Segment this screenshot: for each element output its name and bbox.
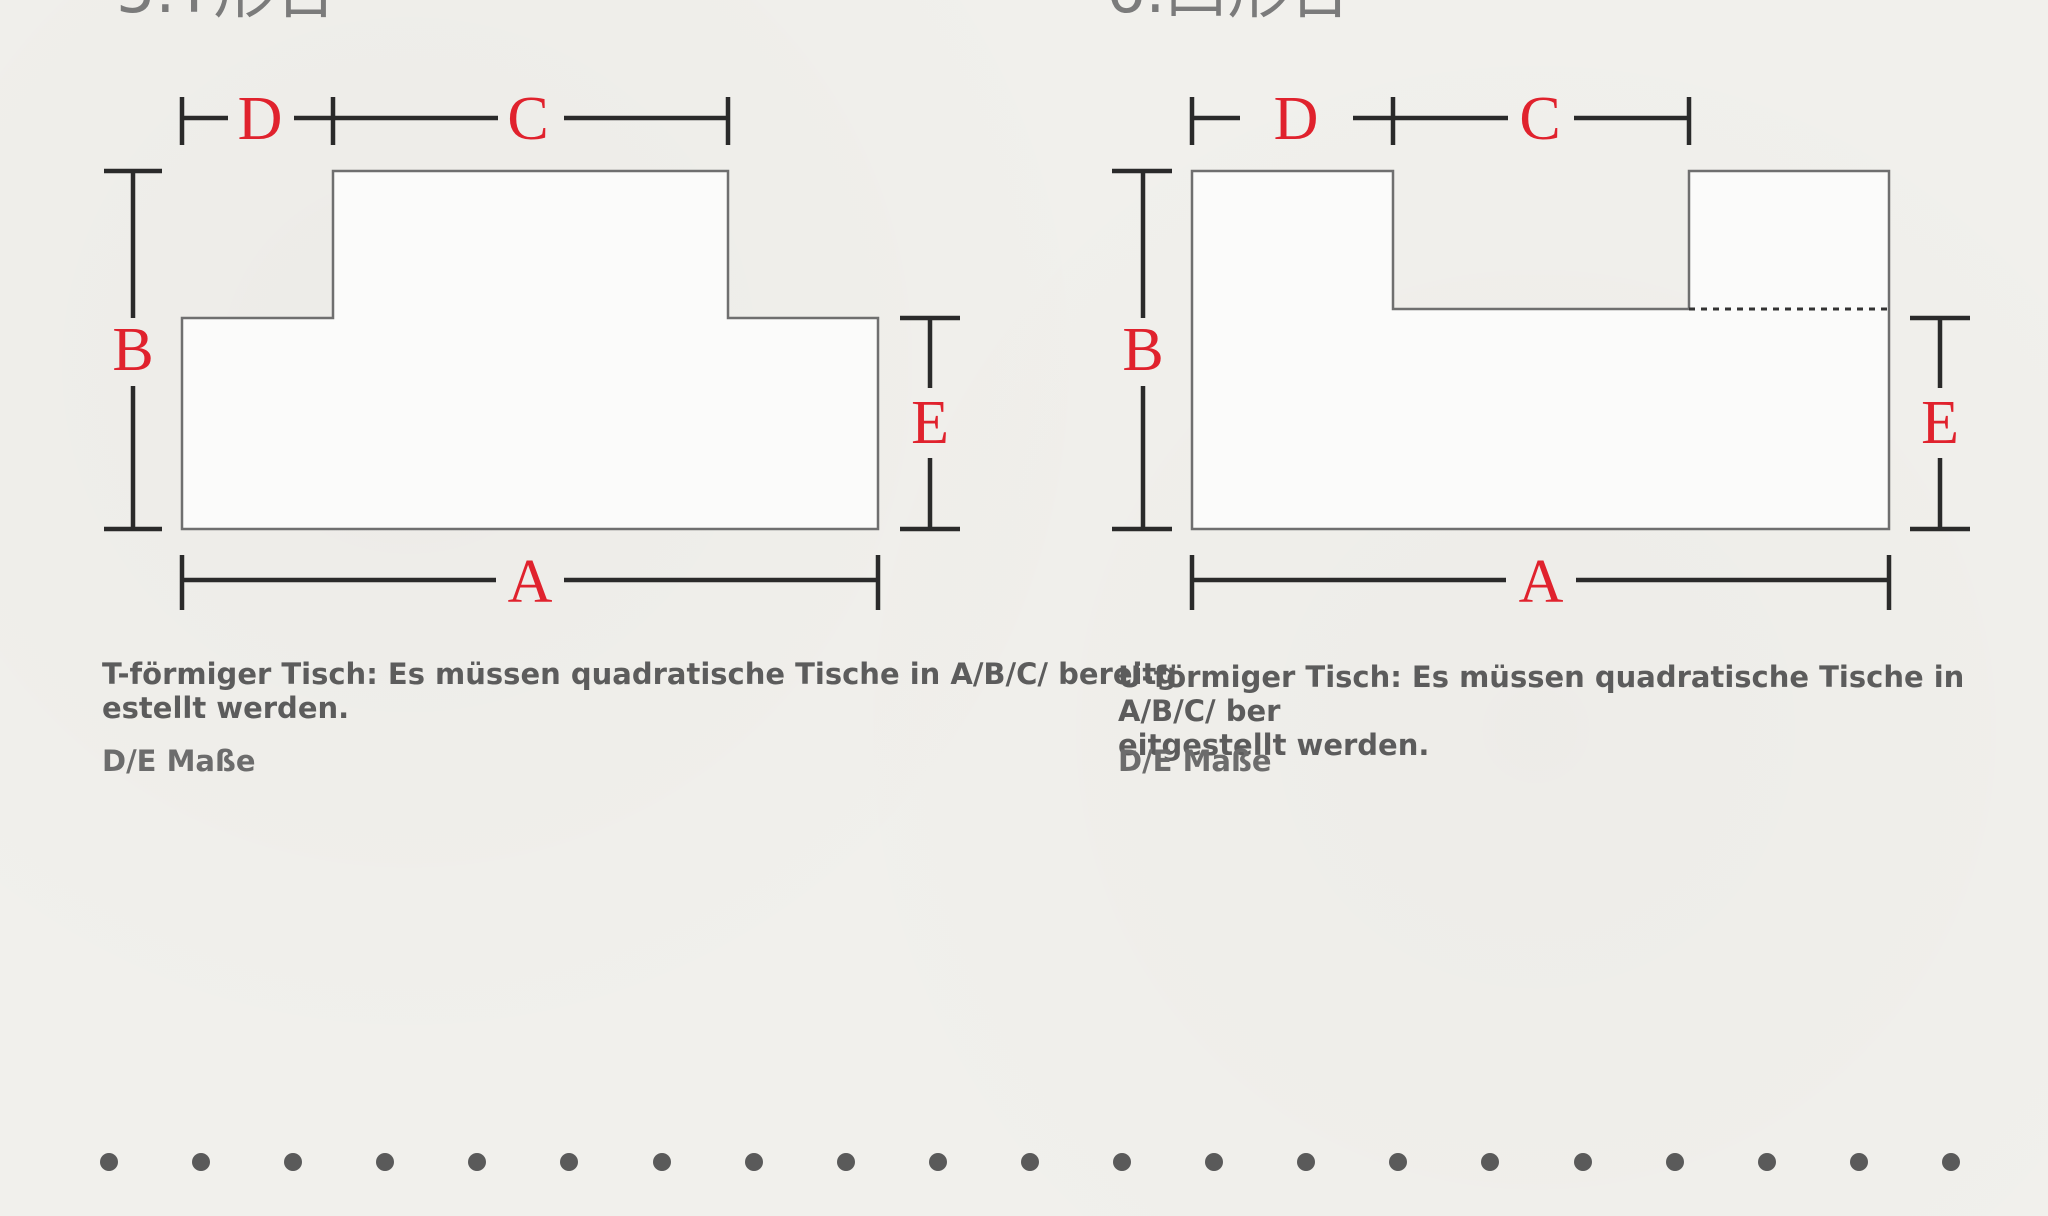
- t-label-c: C: [507, 85, 548, 153]
- t-dimension-e: E: [900, 315, 960, 532]
- pagination-dot[interactable]: [1020, 1153, 1039, 1171]
- u-label-a: A: [1519, 548, 1564, 616]
- u-table-caption: U-förmiger Tisch: Es müssen quadratische…: [1118, 660, 1965, 762]
- u-dimension-c: C: [1393, 85, 1692, 153]
- u-table-shape: [1190, 169, 1891, 531]
- t-table-subcaption: D/E Maße: [102, 744, 256, 778]
- pagination-dot[interactable]: [560, 1153, 579, 1171]
- pagination-dot[interactable]: [1573, 1153, 1592, 1171]
- section-title-u-table: 6.凹形台: [1106, 0, 1351, 27]
- t-dimension-b: B: [104, 168, 162, 532]
- t-label-e: E: [911, 389, 949, 457]
- pagination-dot[interactable]: [1481, 1153, 1500, 1171]
- t-dimension-d: D: [179, 85, 336, 153]
- u-label-e: E: [1921, 389, 1959, 457]
- section-title-t-table: 5.T形台: [116, 0, 337, 27]
- pagination-dot[interactable]: [744, 1153, 763, 1171]
- u-dimension-d: D: [1189, 85, 1396, 153]
- u-table-diagram: D C B E A: [1112, 85, 1970, 616]
- pagination-dot[interactable]: [284, 1153, 303, 1171]
- t-table-caption: T-förmiger Tisch: Es müssen quadratische…: [102, 657, 1178, 725]
- u-label-d: D: [1274, 85, 1319, 153]
- pagination-dot[interactable]: [1757, 1153, 1776, 1171]
- pagination-dot[interactable]: [1665, 1153, 1684, 1171]
- pagination-dot[interactable]: [1205, 1153, 1224, 1171]
- pagination-dot[interactable]: [1113, 1153, 1132, 1171]
- t-table-diagram: D C B E A: [104, 85, 960, 616]
- pagination-dot[interactable]: [376, 1153, 395, 1171]
- pagination-dot[interactable]: [1849, 1153, 1868, 1171]
- u-label-b: B: [1122, 316, 1163, 384]
- u-dimension-e: E: [1910, 315, 1970, 532]
- t-label-d: D: [238, 85, 283, 153]
- t-dimension-a: A: [179, 548, 881, 616]
- pagination-dot[interactable]: [1389, 1153, 1408, 1171]
- pagination-dots: [100, 1150, 1960, 1174]
- u-dimension-a: A: [1189, 548, 1892, 616]
- pagination-dot[interactable]: [100, 1153, 118, 1171]
- t-dimension-c: C: [333, 85, 731, 153]
- pagination-dot[interactable]: [928, 1153, 947, 1171]
- pagination-dot[interactable]: [192, 1153, 211, 1171]
- u-table-subcaption: D/E Maße: [1118, 744, 1272, 778]
- u-dimension-b: B: [1112, 168, 1172, 532]
- pagination-dot[interactable]: [468, 1153, 487, 1171]
- t-label-a: A: [508, 548, 553, 616]
- u-label-c: C: [1519, 85, 1560, 153]
- pagination-dot[interactable]: [1297, 1153, 1316, 1171]
- pagination-dot[interactable]: [652, 1153, 671, 1171]
- pagination-dot[interactable]: [836, 1153, 855, 1171]
- t-table-shape: [180, 169, 880, 531]
- pagination-dot[interactable]: [1941, 1153, 1960, 1171]
- t-label-b: B: [112, 316, 153, 384]
